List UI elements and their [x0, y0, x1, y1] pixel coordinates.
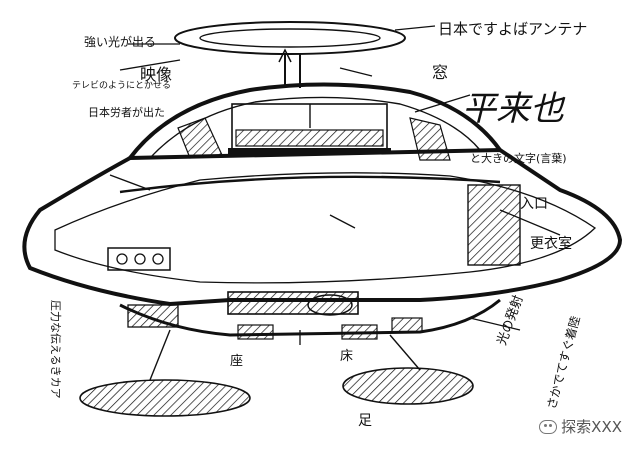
wechat-icon	[539, 420, 557, 434]
label-image: 映像	[140, 65, 172, 84]
cabin-window	[228, 104, 391, 154]
label-legs: 足	[358, 413, 372, 429]
control-panel	[108, 248, 170, 270]
right-door-panel	[468, 185, 520, 265]
label-emitted: さかでてすぐ着陸	[543, 314, 582, 411]
leg-strut-right	[390, 335, 420, 370]
label-antenna: 日本ですよばアンテナ	[438, 20, 587, 38]
lower-left-block	[128, 305, 178, 327]
lower-right-block	[342, 325, 377, 339]
label-seat: 座	[230, 354, 243, 369]
top-antenna-disc	[175, 22, 405, 88]
label-window: 窓	[432, 63, 448, 82]
label-alien-letter-desc: と大きの文字(言葉)	[470, 151, 567, 165]
label-floor: 床	[340, 349, 353, 364]
hull-ring-rib	[120, 177, 500, 192]
leg-strut-left	[150, 330, 170, 380]
right-landing-leg	[343, 368, 473, 404]
lower-mid-block	[238, 325, 273, 339]
watermark: 探索XXX	[539, 416, 622, 437]
label-pressure-belt: 圧力な伝えるきカア	[49, 300, 62, 399]
label-change-seat: 更衣室	[530, 235, 572, 252]
label-strong-light: 強い光が出る	[84, 34, 156, 49]
left-landing-leg	[80, 380, 250, 416]
left-hatched-panel	[178, 118, 222, 158]
watermark-text: 探索XXX	[561, 416, 622, 437]
label-alien-letter: 平来也	[462, 89, 566, 129]
label-entrance: 入口	[520, 196, 548, 212]
right-lower-block	[392, 318, 422, 332]
label-japanese-came: 日本労者が出た	[88, 105, 165, 119]
